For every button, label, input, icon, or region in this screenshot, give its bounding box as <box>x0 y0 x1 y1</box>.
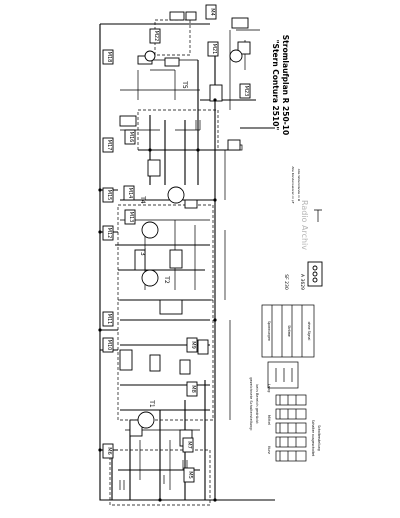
title-line-2: "Stern Contura 2510" <box>271 40 280 131</box>
svg-text:M7: M7 <box>186 441 192 449</box>
svg-text:M8: M8 <box>190 385 196 393</box>
terminal-m23: M23 <box>239 83 251 99</box>
transistor-label-t2: T2 <box>163 275 170 284</box>
components <box>119 11 251 490</box>
terminal-m6: M6 <box>102 443 114 459</box>
svg-text:M18: M18 <box>106 52 112 63</box>
svg-text:M11: M11 <box>106 314 112 325</box>
svg-text:M15: M15 <box>106 190 112 201</box>
terminal-m10: M10 <box>102 337 114 353</box>
svg-text:M23: M23 <box>243 86 249 97</box>
svg-text:M13: M13 <box>128 212 134 223</box>
key-subtitle: kein Bereich gedrückt <box>255 384 259 424</box>
terminal-m7: M7 <box>182 437 194 453</box>
terminal-m9: M9 <box>186 337 198 353</box>
table-label-voltages: Spannungen <box>267 321 271 341</box>
svg-text:M5: M5 <box>187 471 193 479</box>
svg-text:M4: M4 <box>209 8 215 16</box>
table-label-nosignal: ohne Signal <box>307 322 311 341</box>
terminal-m5: M5 <box>183 467 195 483</box>
key-title: gezeichnete Schalterstellung: <box>249 377 253 430</box>
svg-text:M21: M21 <box>211 44 217 55</box>
transistor-labels: T1 T2 T3 T4 T5 <box>139 80 188 408</box>
terminal-m13: M13 <box>124 209 136 225</box>
title-line-1: Stromlaufplan R 250-10 <box>281 35 290 135</box>
measurement-table: Spannungen Ströme ohne Signal <box>261 304 315 389</box>
key-kurz: Kurz <box>267 446 271 454</box>
watermark: Radio Archiv <box>300 200 309 250</box>
terminal-labels: M22 M21 M23 M18 M17 M16 M15 M14 <box>102 4 251 483</box>
terminal-m4: M4 <box>205 4 217 20</box>
terminal-m21: M21 <box>207 41 219 57</box>
terminal-m15: M15 <box>102 187 114 203</box>
code-label-a3629: A 3629 <box>299 274 305 290</box>
transistor-label-t3: T3 <box>139 247 146 256</box>
key-position: Schalterstellung <box>317 425 321 451</box>
terminal-m16: M16 <box>124 129 136 145</box>
table-label-currents: Ströme <box>287 325 291 337</box>
side-notes: Alle Kondensatoren in pF Alle Widerständ… <box>291 166 322 222</box>
svg-text:M16: M16 <box>128 132 134 143</box>
terminal-m18: M18 <box>102 49 114 65</box>
transistor-label-t1: T1 <box>148 399 155 408</box>
terminal-m11: M11 <box>102 311 114 327</box>
svg-text:M22: M22 <box>153 31 159 42</box>
svg-text:M17: M17 <box>106 140 112 151</box>
terminal-m14: M14 <box>123 185 135 201</box>
svg-text:M12: M12 <box>106 228 112 239</box>
key-mittel: Mittel <box>267 415 271 425</box>
junctions <box>98 98 217 502</box>
transistor-label-t4: T4 <box>139 195 146 204</box>
terminal-m12: M12 <box>102 225 114 241</box>
key-lang: Lang <box>267 384 271 393</box>
switch-key: gezeichnete Schalterstellung: kein Berei… <box>249 377 321 462</box>
terminal-m22: M22 <box>149 28 161 44</box>
svg-text:M9: M9 <box>190 341 196 349</box>
assembly-outlines <box>109 19 219 506</box>
note-capacitors: Alle Kondensatoren in pF <box>291 166 295 204</box>
key-off: Schalter ausgeschaltet <box>311 420 315 457</box>
terminal-m17: M17 <box>102 137 114 153</box>
transistor-label-t5: T5 <box>181 80 188 89</box>
code-label-sf230: SF 230 <box>283 274 289 290</box>
module-detail: SF 230 A 3629 <box>283 261 323 290</box>
svg-text:M14: M14 <box>127 188 133 199</box>
svg-text:M10: M10 <box>106 340 112 351</box>
title-block: Stromlaufplan R 250-10 "Stern Contura 25… <box>271 35 290 135</box>
terminal-m8: M8 <box>186 381 198 397</box>
svg-text:M6: M6 <box>106 447 112 455</box>
note-resistors: Alle Widerstände in Ω <box>297 169 301 202</box>
